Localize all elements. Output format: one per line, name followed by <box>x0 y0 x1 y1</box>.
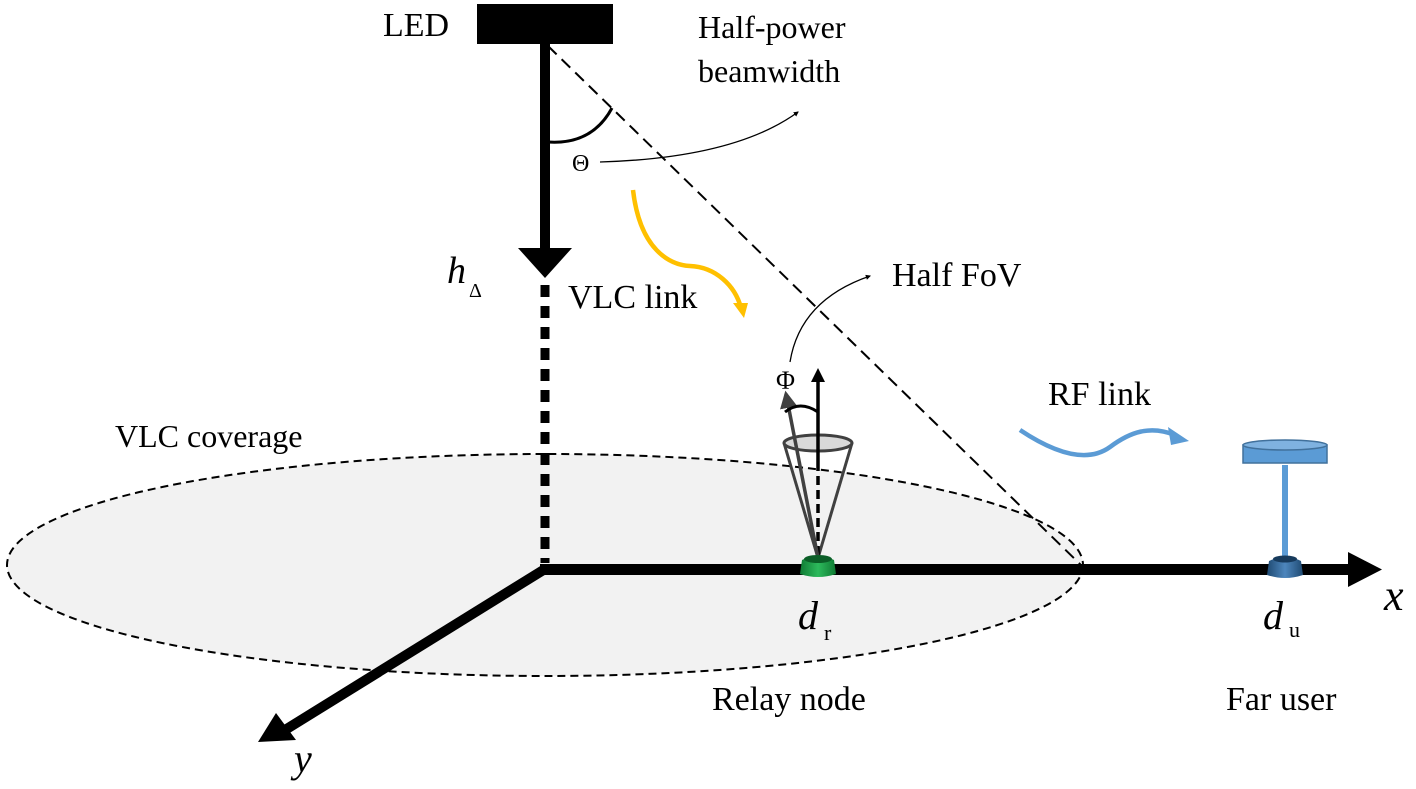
theta-label: Θ <box>572 151 589 177</box>
rf-link-arrow <box>1018 428 1176 458</box>
far-user-antenna-icon <box>1242 439 1328 578</box>
x-axis-line <box>540 564 1350 575</box>
phi-arc <box>784 404 819 414</box>
theta-arc <box>547 107 614 144</box>
user-position-label: d <box>1263 593 1284 638</box>
vlc-link-arrowhead <box>733 303 748 318</box>
y-axis-arrowhead <box>258 713 296 742</box>
x-axis-arrowhead <box>1348 552 1382 587</box>
vlc-link-arrow <box>630 189 744 309</box>
x-axis-label: x <box>1383 571 1404 620</box>
theta-pointer-arrow <box>599 111 799 163</box>
relay-photodetector-icon <box>780 368 854 559</box>
height-subscript: Δ <box>469 280 482 302</box>
led-label: LED <box>383 7 449 44</box>
far-user-label: Far user <box>1226 681 1337 718</box>
height-label: h <box>447 250 466 292</box>
y-axis-label: y <box>290 736 312 781</box>
height-arrow-head <box>518 248 572 278</box>
half-fov-label: Half FoV <box>892 257 1022 294</box>
beamwidth-line <box>547 45 1083 567</box>
phi-label: Φ <box>776 366 795 395</box>
relay-position-subscript: r <box>824 620 832 645</box>
rf-link-arrowhead <box>1168 427 1189 445</box>
vlc-link-label: VLC link <box>568 279 697 316</box>
relay-node-label: Relay node <box>712 681 866 718</box>
vlc-coverage-label: VLC coverage <box>115 418 302 454</box>
relay-position-label: d <box>798 593 819 638</box>
user-position-subscript: u <box>1289 617 1300 642</box>
half-power-label-line2: beamwidth <box>698 53 840 89</box>
half-power-label-line1: Half-power <box>698 9 846 45</box>
relay-base-icon <box>800 555 836 577</box>
half-fov-pointer-arrow <box>789 274 871 363</box>
rf-link-label: RF link <box>1048 376 1151 413</box>
led-fixture-icon <box>477 4 613 44</box>
y-axis-line <box>282 564 548 735</box>
height-arrow-shaft <box>540 44 550 250</box>
